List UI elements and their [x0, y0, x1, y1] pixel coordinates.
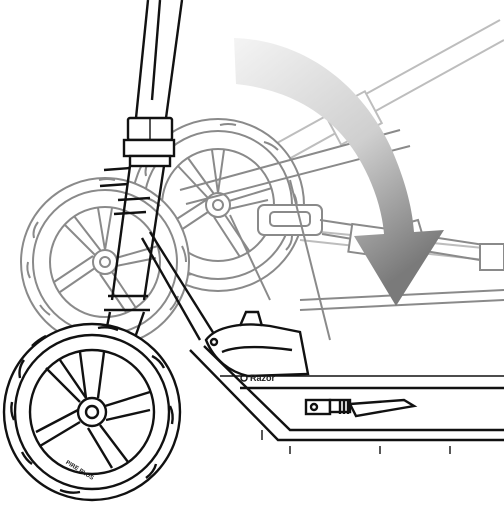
ghost-front-wheel-middle — [20, 177, 190, 347]
front-wheel: PIRE PLUS — [2, 322, 182, 502]
folding-direction-arrow — [234, 38, 444, 306]
brand-logo: Razor — [250, 373, 276, 383]
scooter-deck: Razor — [189, 310, 504, 454]
